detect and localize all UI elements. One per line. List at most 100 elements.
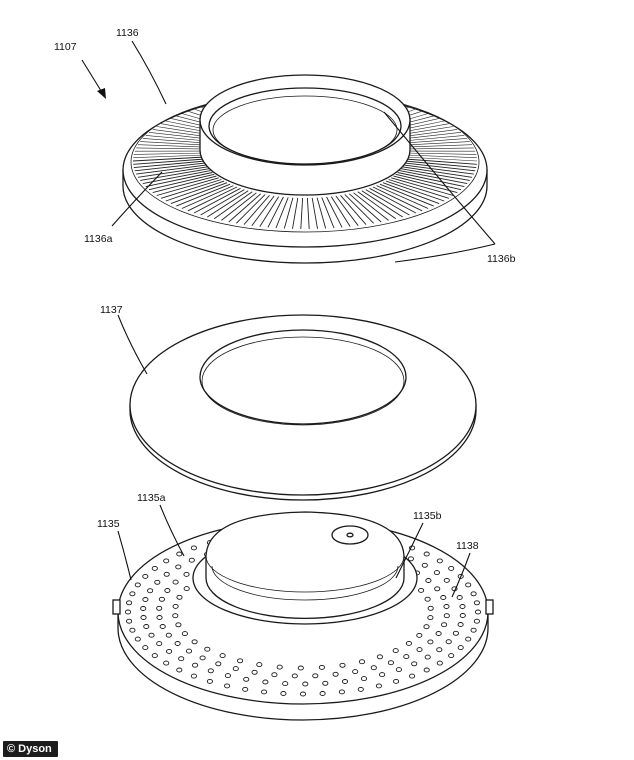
perforation-hole <box>456 595 463 600</box>
perforation-hole <box>126 618 133 624</box>
rib-line <box>137 144 208 148</box>
rib-line <box>140 168 210 181</box>
rib-line <box>395 173 462 191</box>
perforation-hole <box>423 551 430 557</box>
rib-line <box>133 152 206 155</box>
perforation-hole <box>172 579 179 585</box>
rib-line <box>393 175 458 194</box>
label-1138: 1138 <box>456 540 479 552</box>
perforation-hole <box>175 622 182 628</box>
perforation-hole <box>473 600 480 606</box>
rib-line <box>353 192 389 221</box>
rib-line <box>267 196 284 228</box>
rib-line <box>137 166 208 178</box>
perforation-hole <box>242 686 249 692</box>
rib-line <box>404 158 477 165</box>
rib-line <box>213 191 253 220</box>
perforation-hole <box>134 636 141 642</box>
rib-line <box>221 192 257 221</box>
perforation-hole <box>156 615 163 620</box>
perforation-hole <box>319 691 326 696</box>
perforation-hole <box>237 658 244 664</box>
rib-line <box>200 189 245 216</box>
rib-line <box>283 197 294 229</box>
perforation-hole <box>142 597 149 602</box>
rib-line <box>193 187 241 214</box>
perforation-hole <box>174 641 181 646</box>
rib-line <box>311 197 318 229</box>
perforation-hole <box>215 661 222 667</box>
reference-labels: 1107 1136 1136a 1136b 1137 1135a 1135 11… <box>54 27 516 552</box>
perforation-hole <box>465 582 472 588</box>
label-1135a: 1135a <box>137 492 166 504</box>
rib-line <box>152 175 217 194</box>
perforation-hole <box>163 558 170 564</box>
rib-line <box>243 195 270 225</box>
perforation-hole <box>262 679 269 685</box>
perforation-hole <box>436 558 443 564</box>
perforation-hole <box>470 627 477 633</box>
rib-line <box>133 158 206 165</box>
perforation-hole <box>424 654 431 660</box>
rib-line <box>142 170 211 185</box>
perforation-hole <box>338 689 345 695</box>
perforation-hole <box>207 668 214 674</box>
perforation-hole <box>376 654 383 660</box>
perforation-hole <box>459 613 466 618</box>
rib-line <box>349 193 382 223</box>
base-component <box>112 511 494 721</box>
perforation-hole <box>474 609 482 615</box>
perforation-hole <box>206 678 213 684</box>
rib-line <box>140 141 210 146</box>
perforation-hole <box>154 579 161 585</box>
perforation-hole <box>459 604 466 609</box>
perforation-hole <box>175 564 182 570</box>
rib-line <box>251 195 275 226</box>
perforation-hole <box>256 662 263 668</box>
perforation-hole <box>393 678 400 684</box>
rib-line <box>275 197 289 229</box>
perforation-hole <box>126 600 133 606</box>
perforation-hole <box>443 604 450 609</box>
perforation-hole <box>427 605 434 611</box>
perforation-hole <box>151 565 158 571</box>
rib-line <box>170 182 228 205</box>
perforation-hole <box>339 662 346 668</box>
perforation-hole <box>172 613 179 619</box>
perforation-hole <box>178 656 185 662</box>
perforation-hole <box>181 631 188 637</box>
rib-line <box>133 160 206 169</box>
perforation-hole <box>409 673 416 679</box>
perforation-hole <box>405 640 412 646</box>
perforation-hole <box>282 681 289 687</box>
perforation-hole <box>427 639 434 645</box>
perforation-hole <box>232 666 239 672</box>
perforation-hole <box>251 669 258 675</box>
middle-disc-component <box>129 314 477 501</box>
perforation-hole <box>185 648 193 654</box>
rib-line <box>145 172 213 188</box>
perforation-hole <box>441 622 448 628</box>
rib-line <box>399 170 468 185</box>
rib-line <box>316 197 327 229</box>
perforation-hole <box>392 648 399 654</box>
perforation-hole <box>395 667 402 673</box>
perforation-hole <box>271 672 278 678</box>
perforation-hole <box>375 683 382 689</box>
rib-line <box>400 141 470 146</box>
rib-line <box>361 190 403 218</box>
rib-line <box>372 186 423 212</box>
rib-line <box>404 154 477 158</box>
perforation-hole <box>219 653 226 659</box>
perforation-hole <box>243 676 250 682</box>
perforation-hole <box>445 639 452 645</box>
perforation-hole <box>164 588 171 593</box>
perforation-hole <box>261 689 268 695</box>
rib-line <box>382 182 440 205</box>
perforation-hole <box>407 556 414 562</box>
rib-line <box>306 197 310 230</box>
label-1137: 1137 <box>100 304 123 316</box>
rib-line <box>391 177 454 196</box>
perforation-hole <box>448 565 455 571</box>
rib-line <box>235 194 266 224</box>
